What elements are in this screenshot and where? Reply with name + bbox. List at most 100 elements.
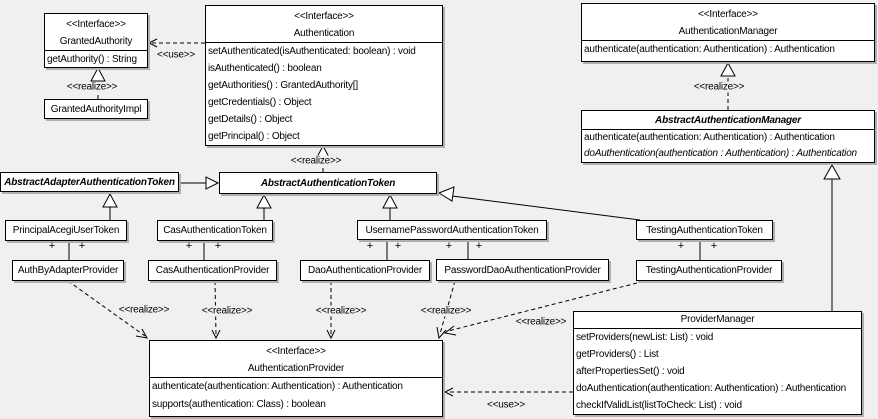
method: authenticate(authentication: Authenticat… [152,381,403,392]
class-header: <<Interface>> GrantedAuthority [45,14,147,50]
class-header: <<Interface>> AuthenticationManager [582,4,874,40]
association-plus: + [214,240,222,252]
class-authentication[interactable]: <<Interface>> Authentication setAuthenti… [205,5,443,146]
label-realize: <<realize>> [64,81,120,93]
class-username-password-authentication-token[interactable]: UsernamePasswordAuthenticationToken [357,220,547,240]
method: getProviders() : List [576,349,659,360]
class-dao-authentication-provider[interactable]: DaoAuthenticationProvider [300,260,430,281]
realize-arrowhead [720,61,736,77]
stereotype: <<Interface>> [294,11,354,22]
association-plus: + [78,240,86,252]
method-compartment: authenticate(authentication: Authenticat… [582,40,874,58]
method: afterPropertiesSet() : void [576,366,685,377]
stereotype: <<Interface>> [266,346,326,357]
class-name: AbstractAuthenticationToken [260,177,396,189]
class-granted-authority[interactable]: <<Interface>> GrantedAuthority getAuthor… [44,13,148,68]
method: authenticate(authentication: Authenticat… [584,44,835,55]
method: getDetails() : Object [208,114,293,125]
method: getAuthorities() : GrantedAuthority[] [208,80,358,91]
method-compartment: authenticate(authentication: Authenticat… [582,129,874,162]
label-realize: <<realize>> [513,316,569,328]
class-authentication-provider[interactable]: <<Interface>> AuthenticationProvider aut… [149,340,443,417]
class-name: Authentication [293,28,355,39]
edge-generalization-testing-token [437,186,641,221]
association-plus: + [48,240,56,252]
class-name: CasAuthenticationProvider [155,265,270,276]
class-name: TestingAuthenticationToken [646,224,763,236]
class-name: AuthByAdapterProvider [17,265,119,276]
class-provider-manager[interactable]: ProviderManager setProviders(newList: Li… [573,311,862,415]
class-name: AuthenticationProvider [247,363,345,374]
edge-generalization-cas-token [256,193,272,220]
method: getAuthority() : String [47,54,137,65]
class-granted-authority-impl[interactable]: GrantedAuthorityImpl [44,99,148,119]
class-header: <<Interface>> AuthenticationProvider [150,341,442,377]
class-name: TestingAuthenticationProvider [645,265,773,276]
association-plus: + [677,240,685,252]
method-compartment: authenticate(authentication: Authenticat… [150,377,442,414]
class-name: UsernamePasswordAuthenticationToken [365,224,539,236]
edge-generalization-principal-token [102,192,118,220]
label-realize: <<realize>> [418,305,474,317]
class-authentication-manager[interactable]: <<Interface>> AuthenticationManager auth… [581,3,875,62]
edge-realize-casprovider [214,280,217,336]
class-testing-authentication-token[interactable]: TestingAuthenticationToken [636,220,773,240]
class-abstract-authentication-manager[interactable]: AbstractAuthenticationManager authentica… [581,110,875,163]
use-arrowhead [443,387,454,397]
edge-realize-authbyadapter-provider [67,280,146,337]
method: setAuthenticated(isAuthenticated: boolea… [208,46,416,57]
class-name: GrantedAuthorityImpl [50,103,142,115]
association-plus: + [475,240,483,252]
class-auth-by-adapter-provider[interactable]: AuthByAdapterProvider [12,260,124,281]
association-plus: + [366,240,374,252]
class-name: AbstractAuthenticationManager [655,115,801,126]
class-password-dao-authentication-provider[interactable]: PasswordDaoAuthenticationProvider [436,259,609,281]
stereotype: <<Interface>> [66,19,126,30]
class-cas-authentication-provider[interactable]: CasAuthenticationProvider [148,260,277,281]
edge-generalization-usernamepassword-token [382,193,398,220]
class-cas-authentication-token[interactable]: CasAuthenticationToken [157,220,273,241]
class-testing-authentication-provider[interactable]: TestingAuthenticationProvider [636,260,782,281]
label-realize: <<realize>> [691,81,747,93]
method: supports(authentication: Class) : boolea… [152,399,326,410]
class-header: ProviderManager [574,312,861,328]
class-name: PrincipalAcegiUserToken [12,225,120,236]
realize-arrowhead [443,325,457,336]
method: getPrincipal() : Object [208,131,300,142]
association-plus: + [710,240,718,252]
label-realize: <<realize>> [116,304,172,316]
method-compartment: getAuthority() : String [45,50,147,68]
class-abstract-adapter-authentication-token[interactable]: AbstractAdapterAuthenticationToken [0,172,179,192]
class-abstract-authentication-token[interactable]: AbstractAuthenticationToken [219,172,437,194]
realize-arrowhead [135,328,148,339]
stereotype: <<Interface>> [698,9,758,20]
method: authenticate(authentication: Authenticat… [584,132,835,143]
association-plus: + [185,240,193,252]
method: checkIfValidList(listToCheck: List) : vo… [576,400,742,411]
edge-generalization-adapter-token [179,176,220,190]
method-compartment: setProviders(newList: List) : void getPr… [574,328,861,414]
use-arrowhead [147,38,158,48]
class-name: AbstractAdapterAuthenticationToken [4,176,175,188]
method-compartment: setAuthenticated(isAuthenticated: boolea… [206,42,442,145]
class-name: DaoAuthenticationProvider [308,265,422,276]
realize-arrowhead [436,326,447,340]
realize-arrowhead [90,66,106,82]
class-header: <<Interface>> Authentication [206,6,442,42]
realize-arrowhead [326,329,336,340]
method-abstract: doAuthentication(authentication : Authen… [584,148,857,159]
method: isAuthenticated() : boolean [208,63,322,74]
method: setProviders(newList: List) : void [576,332,714,343]
method: getCredentials() : Object [208,97,312,108]
label-realize: <<realize>> [313,305,369,317]
association-plus: + [394,240,402,252]
label-realize: <<realize>> [288,155,344,167]
class-name: GrantedAuthority [59,36,133,47]
class-name: PasswordDaoAuthenticationProvider [444,264,601,276]
label-use: <<use>> [154,49,198,61]
edge-generalization-provider-manager [823,163,841,311]
class-header: AbstractAuthenticationManager [582,111,874,129]
edge-realize-testingprovider [447,282,638,332]
class-principal-acegi-user-token[interactable]: PrincipalAcegiUserToken [5,220,127,241]
